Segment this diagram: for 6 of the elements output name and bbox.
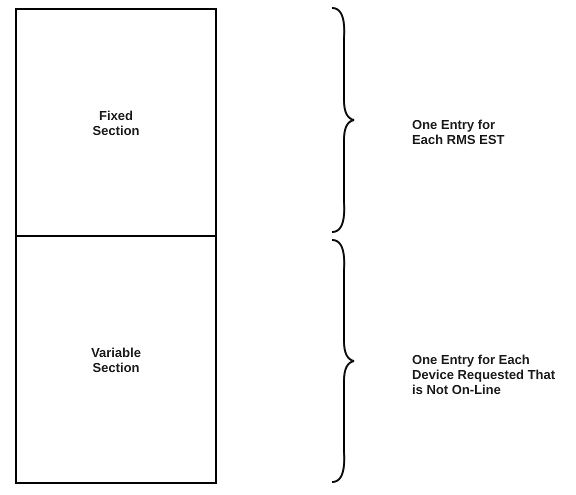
- section-label: Variable Section: [90, 344, 142, 374]
- section-box: [15, 8, 217, 237]
- note-text: One Entry for Each Device Requested That is Not On-Line: [412, 352, 556, 397]
- section-label: Fixed Section: [92, 108, 140, 138]
- note-text: One Entry for Each RMS EST: [412, 117, 506, 147]
- section-box: [15, 235, 217, 484]
